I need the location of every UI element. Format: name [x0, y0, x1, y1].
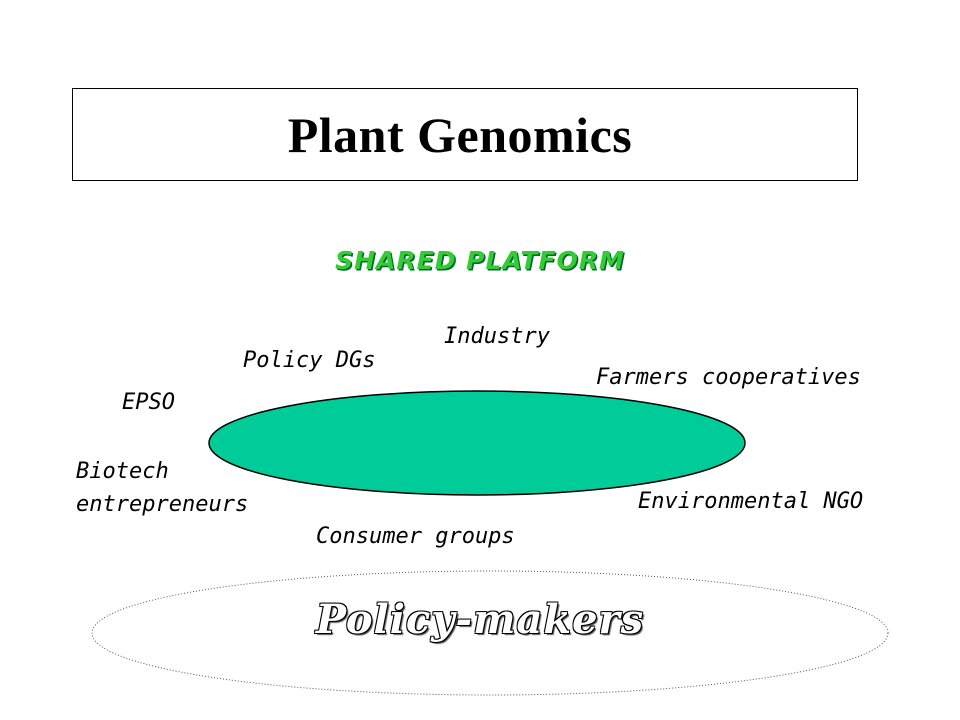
page-title: Plant Genomics [287, 106, 633, 163]
stakeholder-policy-dgs: Policy DGs [243, 348, 376, 373]
title-box: Plant Genomics [72, 88, 858, 181]
shared-platform-ellipse [208, 390, 746, 496]
stakeholder-farmers-cooperatives: Farmers cooperatives [596, 365, 861, 390]
stakeholder-epso: EPSO [122, 390, 175, 415]
policy-makers-ellipse [91, 570, 889, 696]
stakeholder-consumer-groups: Consumer groups [316, 524, 515, 549]
policy-makers-label: Policy-makers [315, 596, 645, 643]
stakeholder-industry: Industry [444, 324, 550, 349]
biotech-line-1: Biotech [76, 459, 169, 484]
shared-platform-label: SHARED PLATFORM [335, 246, 625, 275]
biotech-line-2: entrepreneurs [76, 492, 249, 517]
stakeholder-biotech-entrepreneurs: Biotech entrepreneurs [76, 455, 248, 521]
stakeholder-environmental-ngo: Environmental NGO [638, 489, 864, 514]
